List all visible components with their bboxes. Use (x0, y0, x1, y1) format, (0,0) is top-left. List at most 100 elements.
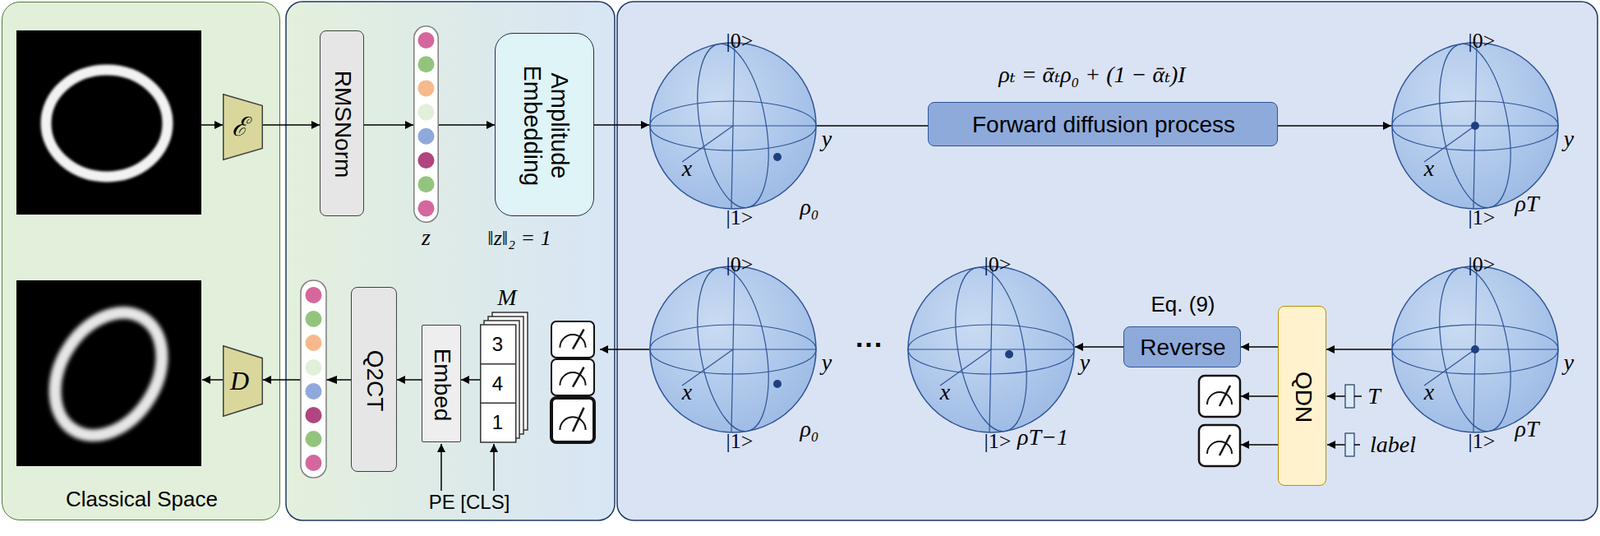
flow-arrow (594, 124, 650, 126)
node-label: RMSNorm (329, 70, 356, 179)
vector-entry (305, 359, 323, 376)
state-point (1470, 121, 1480, 130)
meter-needle (1219, 434, 1231, 456)
bloch-sphere: |0>xy|1>ρT (1391, 41, 1559, 210)
axis-label: ρT (1514, 190, 1539, 217)
flow-arrow (364, 124, 414, 126)
sphere-shape (649, 265, 817, 434)
vector-entry (305, 406, 323, 424)
input-token (1345, 384, 1355, 408)
axis-label: y (1563, 125, 1574, 153)
process-box: Q2CT (350, 286, 397, 472)
node-label: Embed (428, 347, 456, 421)
output-image (16, 280, 202, 466)
vector-entry (305, 286, 323, 304)
input-arrow (1327, 395, 1346, 397)
process-box: RMSNorm (319, 30, 365, 217)
vector-entry (418, 32, 435, 49)
pe-arrow (440, 443, 443, 491)
measurement-symbol (551, 359, 595, 396)
node-label: Reverse (1139, 334, 1226, 361)
meter-needle (572, 367, 585, 388)
vector-entry (305, 334, 323, 351)
bloch-sphere: |0>xy|1>ρT (1391, 265, 1559, 434)
sphere-outline (650, 266, 817, 433)
output-arrow (1240, 443, 1278, 446)
process-box: Forward diffusion process (927, 101, 1278, 147)
axis-label: x (940, 378, 950, 406)
axis-label: |0> (726, 252, 754, 277)
axis-label: |0> (984, 252, 1012, 277)
process-box: Amplitude Embedding (494, 32, 595, 217)
arrow-head (326, 375, 337, 384)
annotation-label: ··· (855, 328, 884, 361)
annotation-label: ‖z‖₂ = 1 (487, 225, 551, 251)
meter-needle (1219, 385, 1231, 406)
bloch-sphere: |0>xy|1>ρT−1 (907, 265, 1075, 434)
sphere-shape (1391, 265, 1559, 434)
vector-entry (418, 55, 435, 73)
annotation-label: label (1369, 431, 1416, 458)
state-point (1005, 350, 1014, 359)
encoder-block: ℰ (222, 93, 263, 161)
sphere-outline (1392, 42, 1559, 209)
axis-label: |0> (1468, 28, 1496, 54)
vector-entry (305, 310, 323, 328)
flow-arrow (262, 124, 320, 126)
node-label: Classical Space (65, 487, 218, 512)
digit-stroke (46, 69, 168, 177)
annotation-label: ρₜ = ᾱₜρ₀ + (1 − ᾱₜ)I (998, 61, 1186, 88)
cell-divider (480, 363, 517, 365)
axis-label: y (1563, 349, 1574, 376)
node-label: Forward diffusion process (972, 111, 1236, 139)
node-label: ℰ (231, 111, 248, 143)
meter-arc (559, 372, 586, 386)
node-label: M (497, 284, 517, 311)
measurement-symbol (551, 397, 595, 443)
node-label: Eq. (9) (1150, 292, 1215, 318)
process-box: Eq. (9)Reverse (1123, 326, 1241, 368)
vector-entry (305, 430, 323, 448)
axis-label: |1> (726, 205, 754, 231)
sample-card (480, 324, 517, 443)
sphere-shape (907, 265, 1075, 434)
axis-label: |1> (726, 428, 754, 454)
flow-arrow (1240, 345, 1278, 348)
vector-entry (305, 454, 323, 471)
vector-entry (418, 128, 435, 145)
node-label: Q2CT (361, 349, 388, 411)
bloch-sphere: |0>xy|1>ρ₀ (649, 41, 817, 210)
node-label: Amplitude Embedding (517, 53, 573, 198)
input-arrow (1327, 443, 1346, 446)
process-box: Embed (421, 324, 462, 443)
vector-shape (413, 25, 439, 223)
input-wire (1354, 395, 1362, 397)
meter-arc (559, 416, 586, 430)
flow-arrow (1277, 124, 1392, 127)
network-box: QDN (1277, 305, 1327, 486)
axis-label: x (1424, 155, 1435, 182)
flow-arrow (438, 124, 495, 126)
vector-entry (418, 175, 435, 193)
latent-vector (300, 280, 327, 478)
state-point (773, 379, 782, 388)
axis-label: y (821, 125, 832, 153)
flow-arrow (599, 348, 650, 351)
measurement-symbol (1198, 424, 1241, 466)
axis-label: |1> (984, 428, 1012, 454)
measurement-symbol (1198, 375, 1241, 417)
sphere-outline (1392, 266, 1559, 433)
axis-label: ρT−1 (1017, 424, 1069, 451)
input-token (1345, 433, 1355, 457)
image-arrow (202, 378, 223, 381)
sphere-outline (908, 266, 1075, 433)
flow-arrow (1326, 348, 1392, 351)
axis-label: x (1424, 378, 1435, 406)
meter-needle (572, 329, 585, 350)
axis-label: |0> (726, 28, 754, 54)
diffusion-panel (617, 1, 1598, 521)
